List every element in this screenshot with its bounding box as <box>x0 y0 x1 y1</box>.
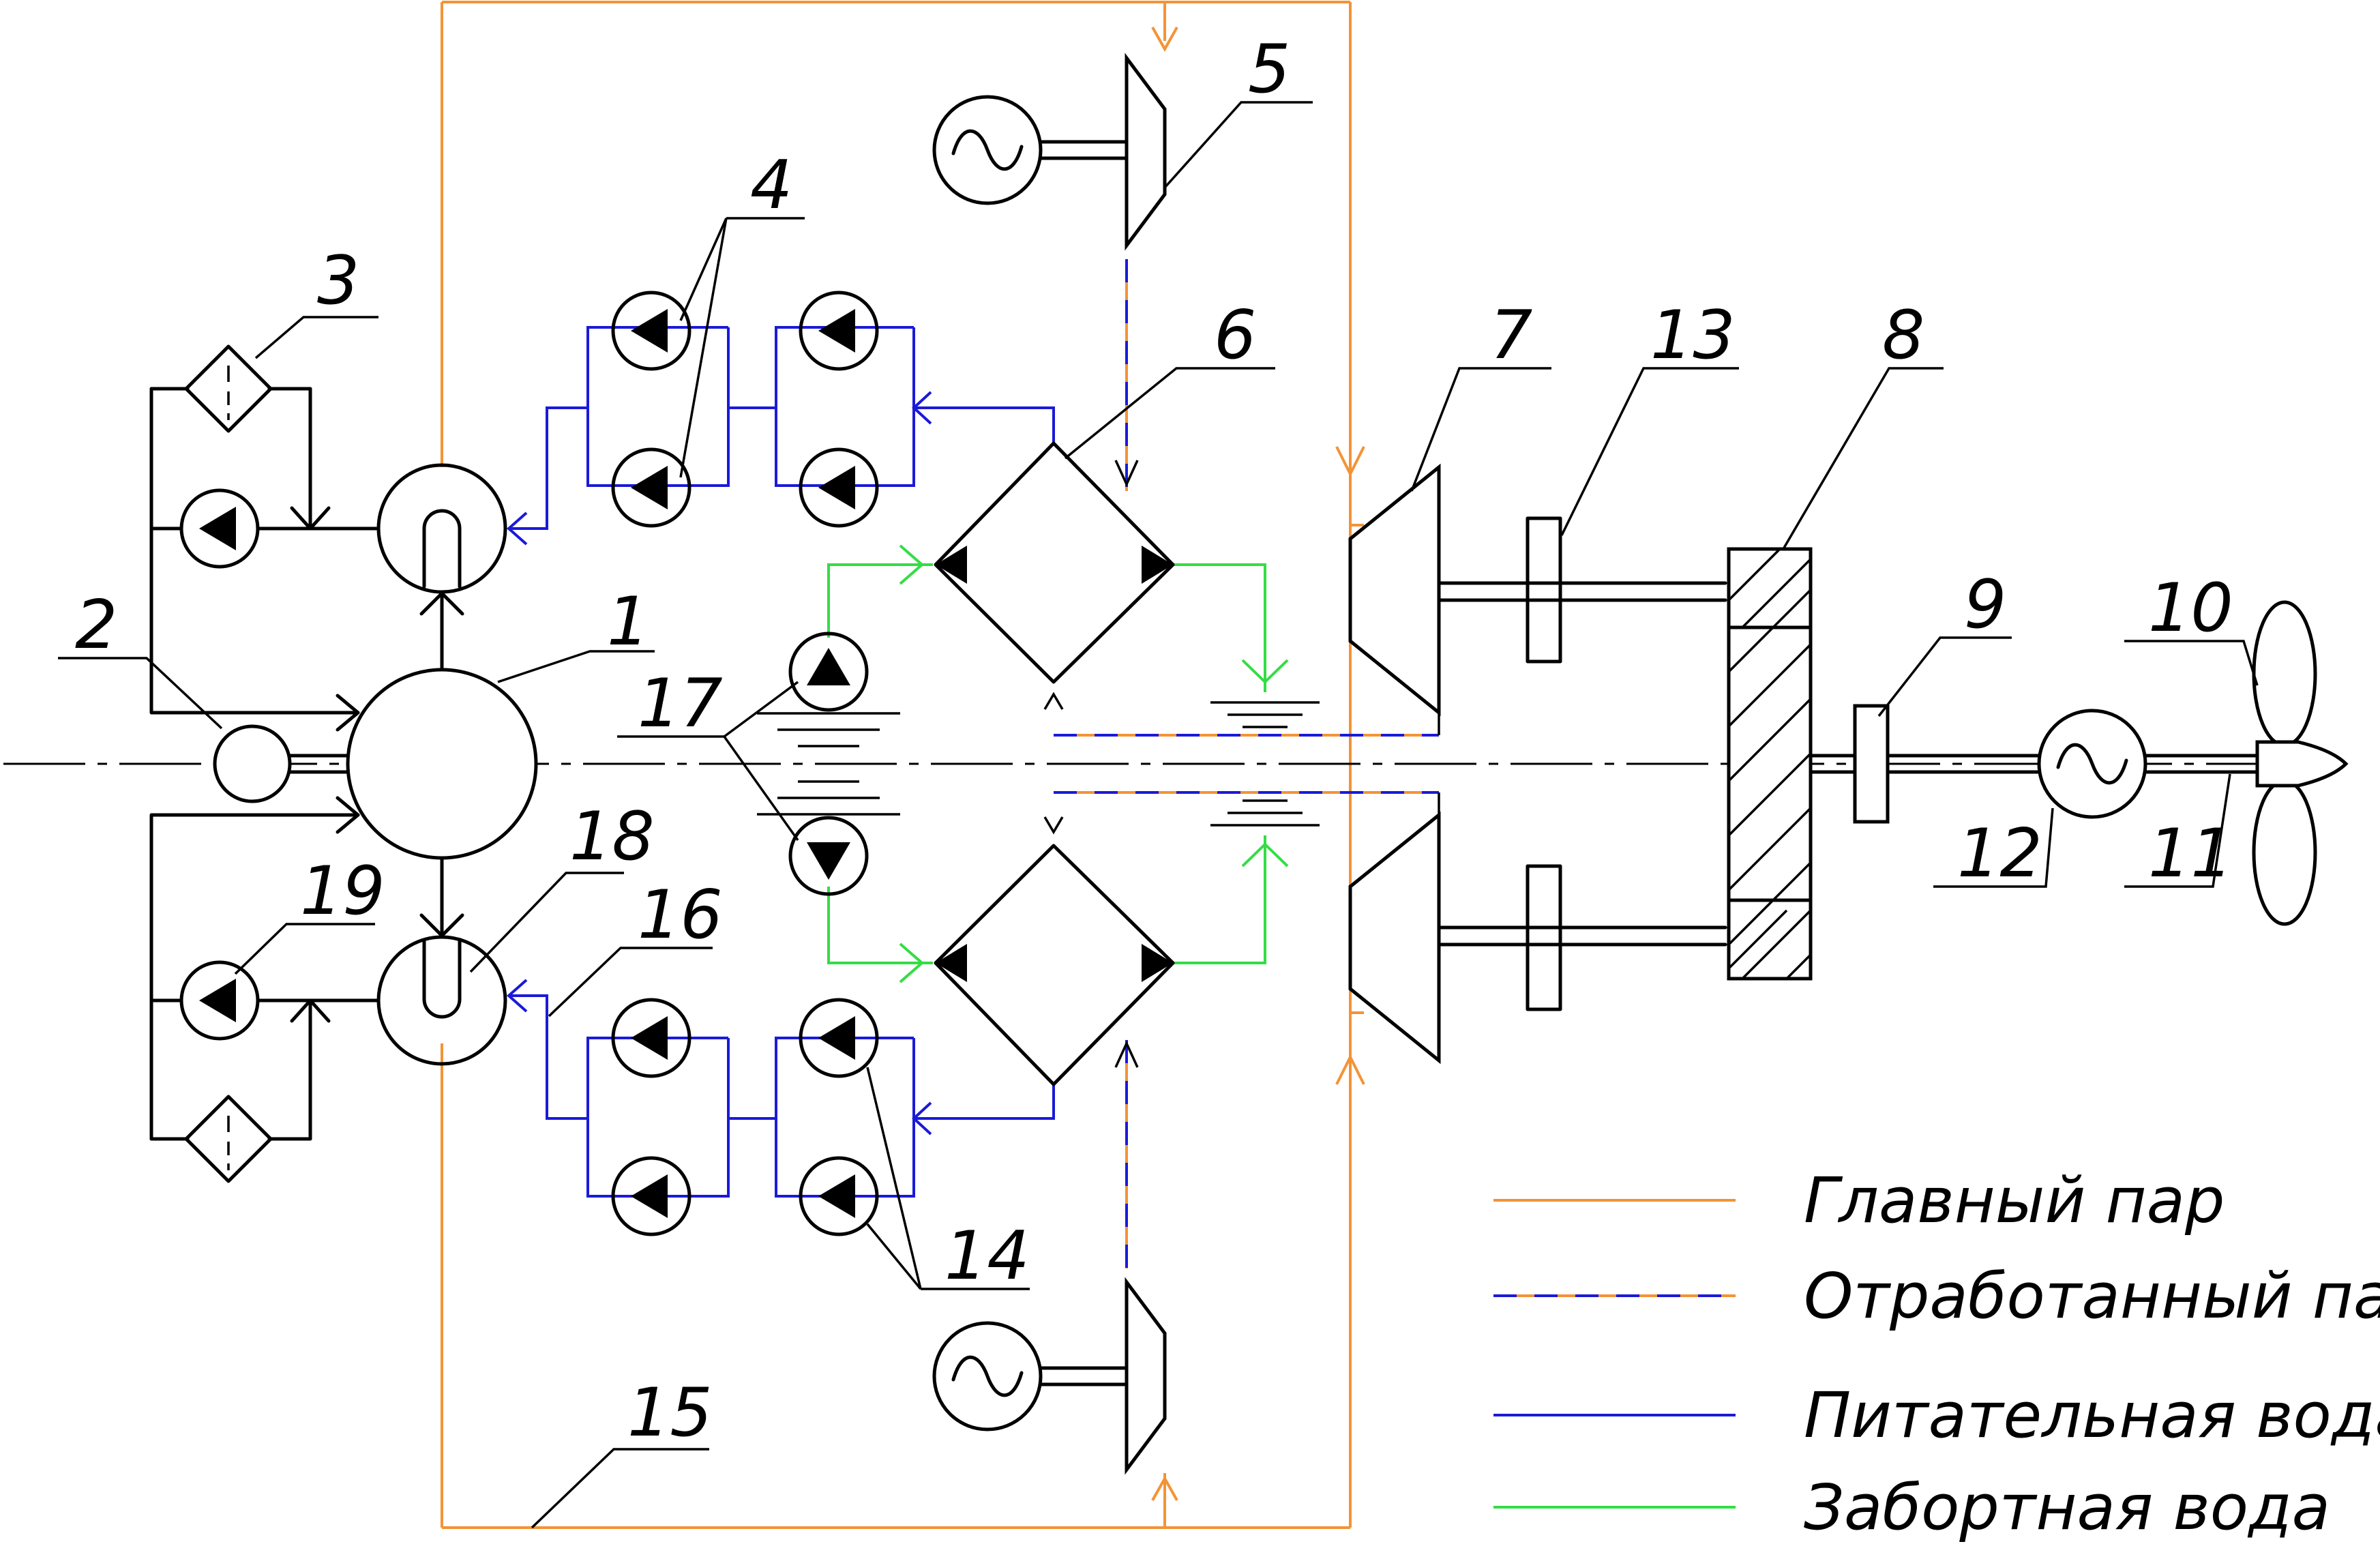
label-19: 19 <box>300 852 385 930</box>
callout-numbers: 1 2 3 4 5 6 7 8 9 10 11 12 13 14 15 16 1… <box>75 31 2233 1452</box>
label-1: 1 <box>607 583 649 661</box>
main-turbine-lower <box>1348 811 1727 1065</box>
label-14: 14 <box>944 1217 1030 1295</box>
turbo-generator-lower <box>934 1277 1167 1475</box>
sea-water-pump-lower <box>788 816 869 896</box>
thrust-bearing-9 <box>1853 704 1890 824</box>
label-13: 13 <box>1650 297 1736 374</box>
label-3: 3 <box>317 242 359 320</box>
feed-water-lines <box>506 326 1055 1198</box>
boiler-1 <box>346 668 538 860</box>
condenser-6-upper <box>934 441 1175 684</box>
feed-pump-4c <box>801 293 877 369</box>
label-12: 12 <box>1957 815 2042 893</box>
pump-19 <box>181 962 258 1039</box>
label-9: 9 <box>1964 566 2006 644</box>
label-4: 4 <box>750 147 792 224</box>
sea-water-lines <box>827 544 1289 983</box>
left-circuits <box>149 387 381 1141</box>
label-6: 6 <box>1214 297 1256 374</box>
label-5: 5 <box>1248 31 1290 108</box>
main-turbine-7-upper <box>1348 463 1727 717</box>
feed-pump-4d <box>801 449 877 526</box>
label-18: 18 <box>569 798 655 876</box>
label-11: 11 <box>2148 815 2233 893</box>
filter-lower <box>186 1097 271 1181</box>
legend-exhaust-steam: Отработанный пар <box>1804 1260 2380 1333</box>
legend-feed-water: Питательная вода <box>1804 1379 2380 1452</box>
label-2: 2 <box>75 587 117 664</box>
coupling-13 <box>1526 516 1562 664</box>
legend-sea-water: Забортная вода <box>1804 1471 2330 1544</box>
pump-upper-left <box>181 490 258 567</box>
label-7: 7 <box>1490 297 1532 374</box>
hull-intake-symbols <box>757 701 1320 827</box>
coupling-lower <box>1526 864 1562 1011</box>
shaft-generator-12 <box>2037 709 2147 819</box>
label-16: 16 <box>638 876 723 954</box>
gearbox-8 <box>1727 547 1813 981</box>
label-15: 15 <box>627 1374 713 1452</box>
label-10: 10 <box>2148 569 2233 647</box>
feed-pump-4b <box>613 449 689 526</box>
label-8: 8 <box>1882 297 1924 374</box>
filter-3-upper <box>186 346 271 431</box>
feed-pump-4a <box>613 293 689 369</box>
unit-2 <box>213 724 292 803</box>
leader-lines <box>58 101 2259 1529</box>
legend-main-steam: Главный пар <box>1804 1164 2225 1237</box>
upper-deaerator <box>376 463 507 672</box>
propeller-10 <box>2252 600 2349 926</box>
turbo-generator-5-upper <box>934 53 1167 251</box>
lower-deaerator-18 <box>376 856 507 1066</box>
equipment <box>3 53 2349 1475</box>
legend: Главный пар Отработанный пар Питательная… <box>1493 1164 2380 1544</box>
sea-water-pump-upper <box>788 632 869 712</box>
label-17: 17 <box>638 665 723 743</box>
condenser-lower <box>934 844 1175 1086</box>
